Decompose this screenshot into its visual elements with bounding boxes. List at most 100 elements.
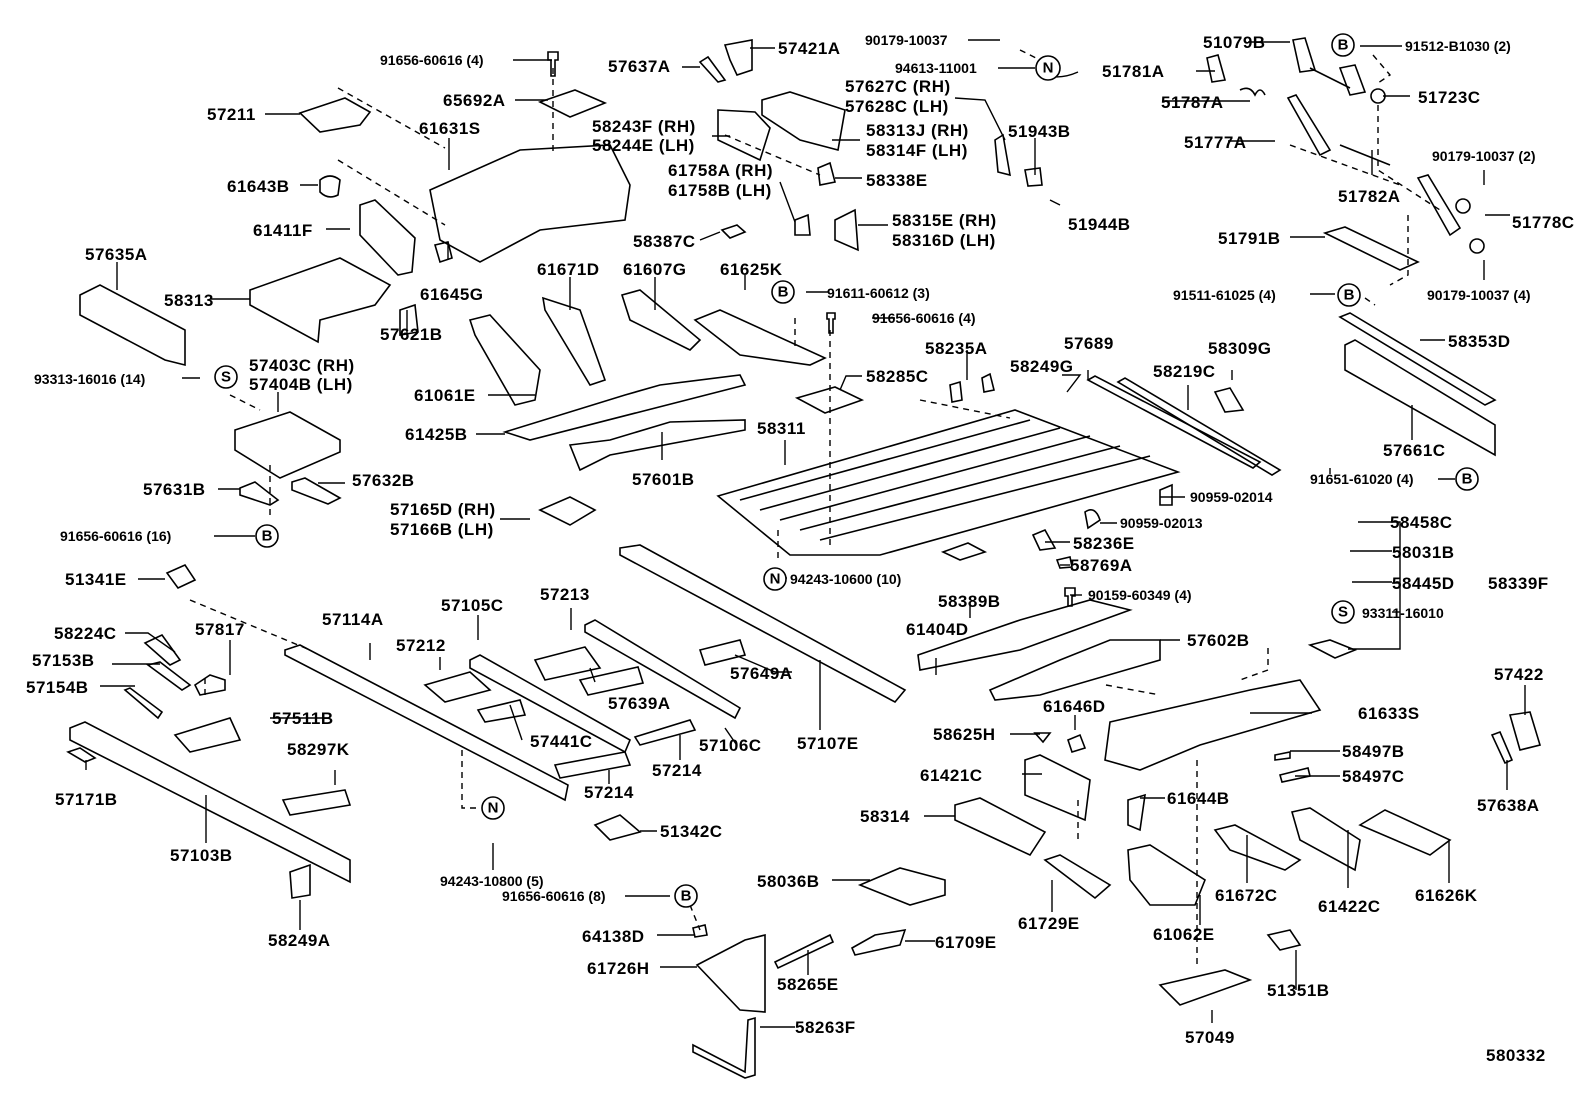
symbol-b-91656-8: B <box>674 884 698 908</box>
part-51781A <box>1206 54 1227 83</box>
part-90159-60349 <box>1064 587 1076 607</box>
label-58249G: 58249G <box>1010 357 1074 376</box>
part-bolt-91656-top <box>547 51 559 77</box>
part-57639A <box>578 666 645 696</box>
part-nut-90179-4 <box>1469 238 1485 254</box>
part-58497C <box>1279 767 1311 783</box>
assembly-dashed-lines <box>189 49 1441 965</box>
label-57214-b: 57214 <box>584 783 634 802</box>
label-90959-02014: 90959-02014 <box>1190 489 1273 505</box>
part-65692A <box>537 89 608 118</box>
leader-lines <box>85 39 1526 1028</box>
label-61726H: 61726H <box>587 959 650 978</box>
label-61643B: 61643B <box>227 177 290 196</box>
label-57105C: 57105C <box>441 596 504 615</box>
svg-text:N: N <box>1043 60 1054 77</box>
label-51342C: 51342C <box>660 822 723 841</box>
label-57107E: 57107E <box>797 734 859 753</box>
label-58224C: 58224C <box>54 624 117 643</box>
label-91656-60616-8: 91656-60616 (8) <box>502 888 606 904</box>
label-58311: 58311 <box>757 419 806 438</box>
label-58339F: 58339F <box>1488 574 1549 593</box>
part-58497B <box>1274 751 1291 761</box>
label-57817: 57817 <box>195 620 245 639</box>
label-58387C: 58387C <box>633 232 696 251</box>
svg-text:B: B <box>681 888 692 905</box>
label-51777A: 51777A <box>1184 133 1247 152</box>
label-58497C: 58497C <box>1342 767 1405 786</box>
part-57049 <box>1158 969 1253 1006</box>
part-57114A <box>284 644 569 802</box>
part-57817 <box>193 674 226 696</box>
label-57639A: 57639A <box>608 694 671 713</box>
part-57661C <box>1344 339 1496 457</box>
part-57106C <box>584 619 742 720</box>
label-58244E: 58244E (LH) <box>592 136 695 155</box>
svg-text:N: N <box>488 800 499 817</box>
part-58249A <box>289 863 311 899</box>
label-51943B: 51943B <box>1008 122 1071 141</box>
label-51782A: 51782A <box>1338 187 1401 206</box>
label-57421A: 57421A <box>778 39 841 58</box>
label-57649A: 57649A <box>730 664 793 683</box>
svg-text:B: B <box>1338 37 1349 54</box>
diagram-id: 580332 <box>1486 1046 1546 1065</box>
label-90179-10037-4: 90179-10037 (4) <box>1427 287 1531 303</box>
part-57601B <box>568 419 746 472</box>
label-58316D: 58316D (LH) <box>892 231 996 250</box>
part-58338E <box>817 161 836 186</box>
part-58285C <box>794 386 865 414</box>
label-91656-60616-16: 91656-60616 (16) <box>60 528 172 544</box>
label-51723C: 51723C <box>1418 88 1481 107</box>
label-58265E: 58265E <box>777 975 839 994</box>
part-58313 <box>249 257 392 344</box>
part-58339F-tray <box>1307 639 1358 659</box>
label-51351B: 51351B <box>1267 981 1330 1000</box>
part-57213 <box>533 646 602 681</box>
label-57628C: 57628C (LH) <box>845 97 949 116</box>
label-57621B: 57621B <box>380 325 443 344</box>
part-51944B <box>1024 167 1043 187</box>
part-57153B <box>146 661 192 691</box>
label-61644B: 61644B <box>1167 789 1230 808</box>
label-58249A: 58249A <box>268 931 331 950</box>
part-51341E <box>165 563 197 590</box>
label-58445D: 58445D <box>1392 574 1455 593</box>
part-51079B-end <box>1338 64 1367 96</box>
label-90159-60349: 90159-60349 (4) <box>1088 587 1192 603</box>
label-90179-10037: 90179-10037 <box>865 32 948 48</box>
symbol-b-91656-16: B <box>255 524 279 548</box>
part-61607G <box>620 289 702 351</box>
label-57601B: 57601B <box>632 470 695 489</box>
part-58387C <box>720 224 747 239</box>
part-58311-rib2 <box>759 427 1061 511</box>
label-51787A: 51787A <box>1161 93 1224 112</box>
label-61421C: 61421C <box>920 766 983 785</box>
label-93311-16010: 93311-16010 <box>1362 605 1444 621</box>
part-58036B <box>857 867 946 906</box>
part-57165D <box>538 496 597 526</box>
label-61758A: 61758A (RH) <box>668 161 774 180</box>
part-58265E <box>773 933 835 970</box>
label-94243-10600: 94243-10600 (10) <box>790 571 902 587</box>
part-61062E <box>1127 844 1206 906</box>
part-51787A <box>1239 87 1266 97</box>
label-61425B: 61425B <box>405 425 468 444</box>
svg-text:B: B <box>1344 287 1355 304</box>
part-61421C <box>1024 754 1091 822</box>
label-61633S: 61633S <box>1358 704 1420 723</box>
label-58389B: 58389B <box>938 592 1001 611</box>
part-51777A <box>1286 94 1332 157</box>
label-61646D: 61646D <box>1043 697 1106 716</box>
label-58353D: 58353D <box>1448 332 1511 351</box>
part-57441C <box>476 699 527 723</box>
part-bolt-91656-mid <box>826 312 836 334</box>
label-61061E: 61061E <box>414 386 476 405</box>
label-51341E: 51341E <box>65 570 127 589</box>
svg-text:B: B <box>1462 471 1473 488</box>
part-58769A <box>1055 556 1073 569</box>
label-51944B: 51944B <box>1068 215 1131 234</box>
label-91611-60612: 91611-60612 (3) <box>827 285 930 301</box>
part-57621B <box>399 303 419 336</box>
